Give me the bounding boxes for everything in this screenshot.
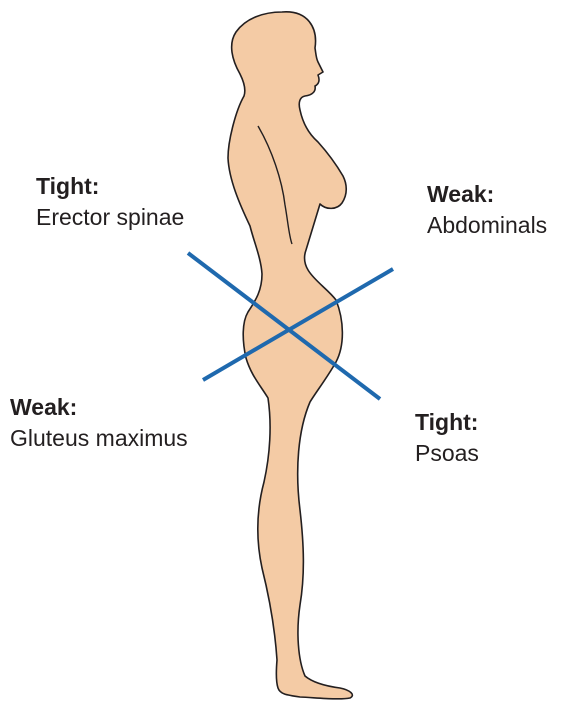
label-abdominals: Weak: Abdominals [427,179,547,241]
label-gluteus-maximus: Weak: Gluteus maximus [10,392,188,454]
label-status-weak: Weak: [10,392,188,423]
label-status-tight: Tight: [36,171,184,202]
label-muscle-psoas: Psoas [415,438,479,469]
label-erector-spinae: Tight: Erector spinae [36,171,184,233]
label-status-tight: Tight: [415,407,479,438]
label-psoas: Tight: Psoas [415,407,479,469]
label-muscle-gluteus-maximus: Gluteus maximus [10,423,188,454]
label-muscle-abdominals: Abdominals [427,210,547,241]
label-status-weak: Weak: [427,179,547,210]
label-muscle-erector-spinae: Erector spinae [36,202,184,233]
